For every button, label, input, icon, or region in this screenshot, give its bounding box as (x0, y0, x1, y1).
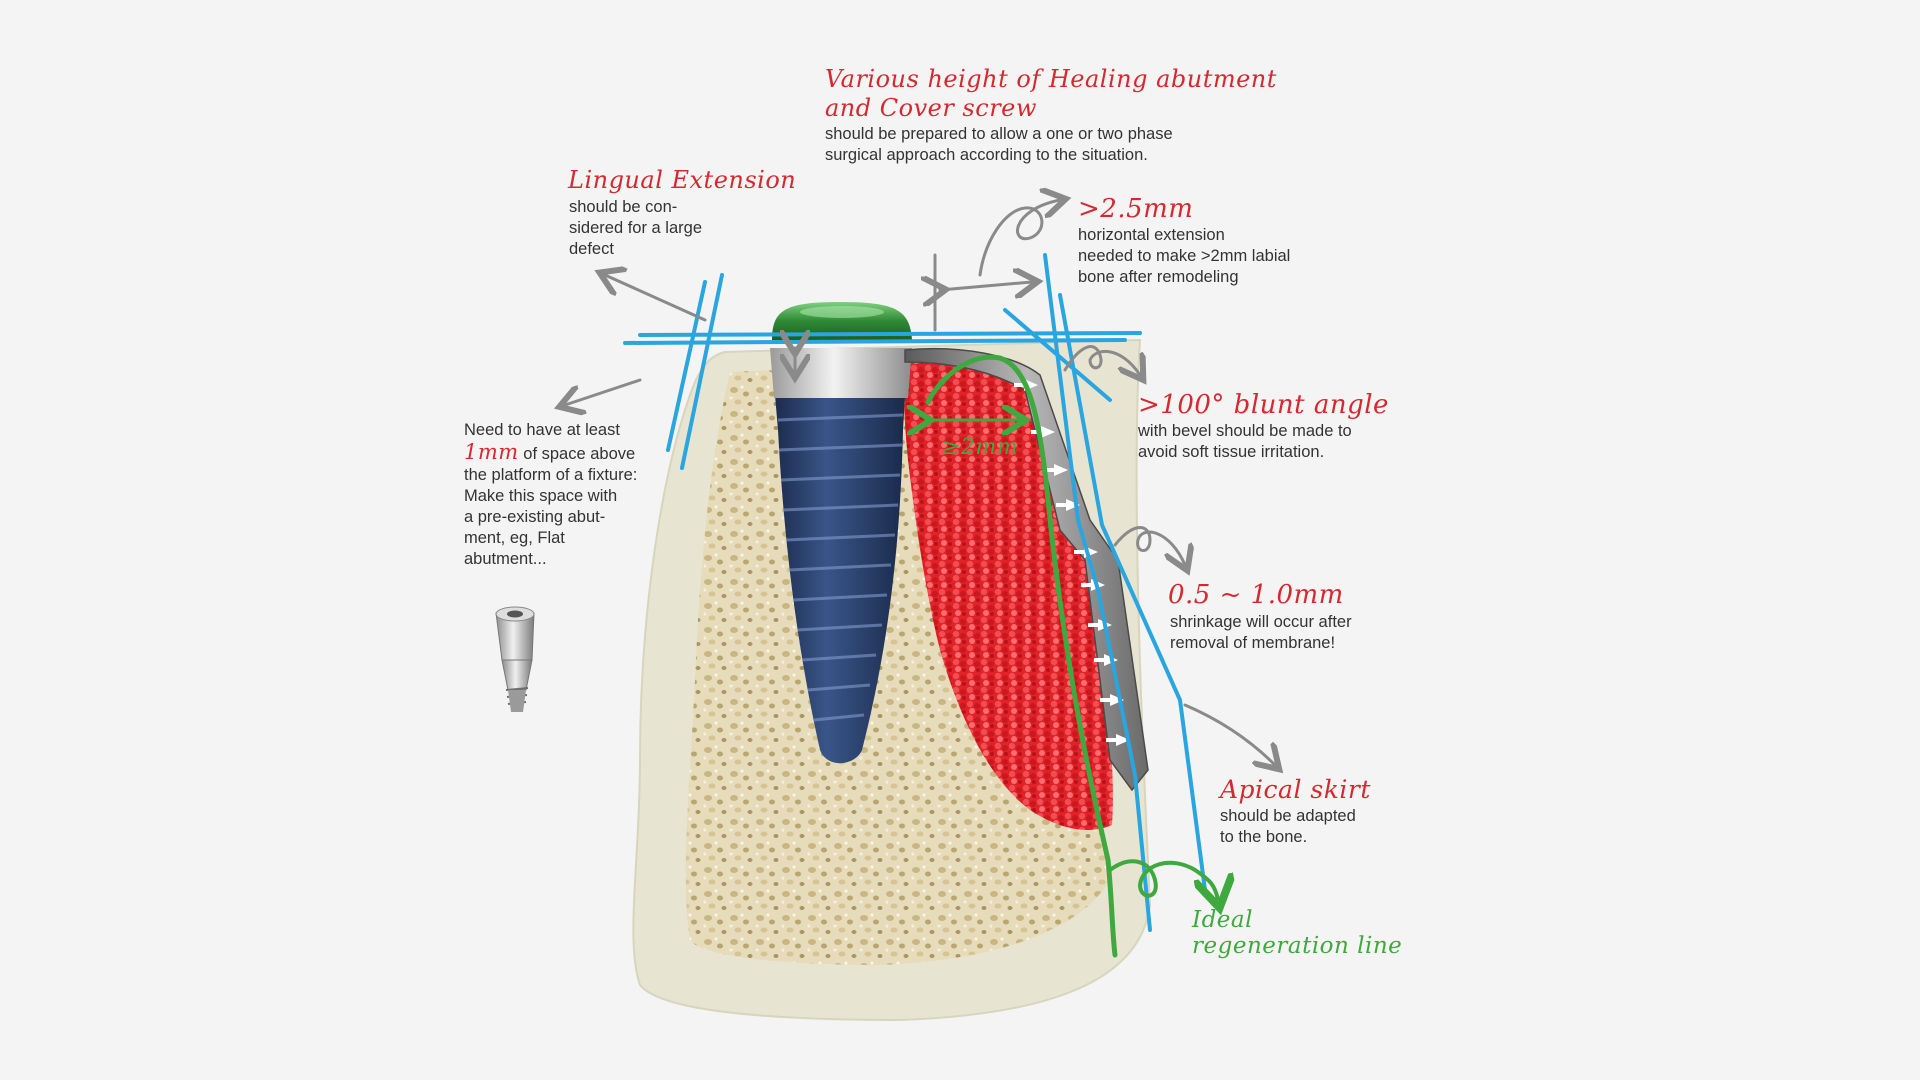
lingual-body: should be con- sidered for a large defec… (569, 197, 702, 260)
apical-body-line: should be adapted (1220, 807, 1356, 825)
space-highlight: 1mm (464, 440, 519, 464)
blunt-body-line: avoid soft tissue irritation. (1138, 443, 1325, 461)
space-body-line: a pre-existing abut- (464, 508, 606, 526)
shrinkage-body-line: shrinkage will occur after (1170, 613, 1352, 631)
apical-body-line: to the bone. (1220, 828, 1308, 846)
horizontal-heading: >2.5mm (1078, 194, 1194, 224)
dimension-label: ≥2mm (942, 435, 1019, 460)
lingual-body-line: sidered for a large (569, 219, 702, 237)
ideal-line1: Ideal (1192, 907, 1253, 933)
apical-heading: Apical skirt (1220, 775, 1371, 804)
lingual-body-line: should be con- (569, 198, 678, 216)
healing-body: should be prepared to allow a one or two… (825, 124, 1173, 166)
space-body-line: the platform of a fixture: (464, 466, 638, 484)
healing-body-line: should be prepared to allow a one or two… (825, 125, 1173, 143)
lingual-heading: Lingual Extension (568, 166, 797, 194)
lingual-body-line: defect (569, 240, 614, 258)
shrinkage-body-line: removal of membrane! (1170, 634, 1336, 652)
apical-body: should be adapted to the bone. (1220, 806, 1356, 848)
shrinkage-body: shrinkage will occur after removal of me… (1170, 612, 1352, 654)
horizontal-body-line: needed to make >2mm labial (1078, 247, 1291, 265)
horizontal-body-line: bone after remodeling (1078, 268, 1239, 286)
space-body-line: abutment... (464, 550, 547, 568)
horizontal-body-line: horizontal extension (1078, 226, 1225, 244)
blunt-heading: >100° blunt angle (1138, 390, 1389, 420)
space-body-line: Make this space with (464, 487, 618, 505)
pointer-arrows (565, 200, 1275, 765)
shrinkage-heading: 0.5 ~ 1.0mm (1168, 580, 1344, 610)
space-line2-rest: of space above (523, 445, 636, 463)
blunt-body: with bevel should be made to avoid soft … (1138, 421, 1352, 463)
ideal-line2: regeneration line (1192, 933, 1403, 959)
ideal-regeneration-line (925, 354, 1118, 958)
space-line2: 1mm of space above (464, 441, 637, 465)
space-body: Need to have at least 1mm of space above… (464, 420, 637, 570)
guide-lines (623, 253, 1207, 932)
healing-heading-line1: Various height of Healing abutment (825, 65, 1277, 93)
space-line1: Need to have at least (464, 421, 620, 439)
healing-body-line: surgical approach according to the situa… (825, 146, 1148, 164)
titanium-membrane-icon (904, 347, 1149, 792)
ideal-regeneration-curl (1108, 859, 1218, 900)
implant-fixture-icon (770, 348, 912, 764)
healing-heading-line2: and Cover screw (825, 94, 1037, 122)
blunt-body-line: with bevel should be made to (1138, 422, 1352, 440)
flat-abutment-icon (495, 606, 535, 712)
horizontal-body: horizontal extension needed to make >2mm… (1078, 225, 1290, 288)
space-body-line: ment, eg, Flat (464, 529, 565, 547)
